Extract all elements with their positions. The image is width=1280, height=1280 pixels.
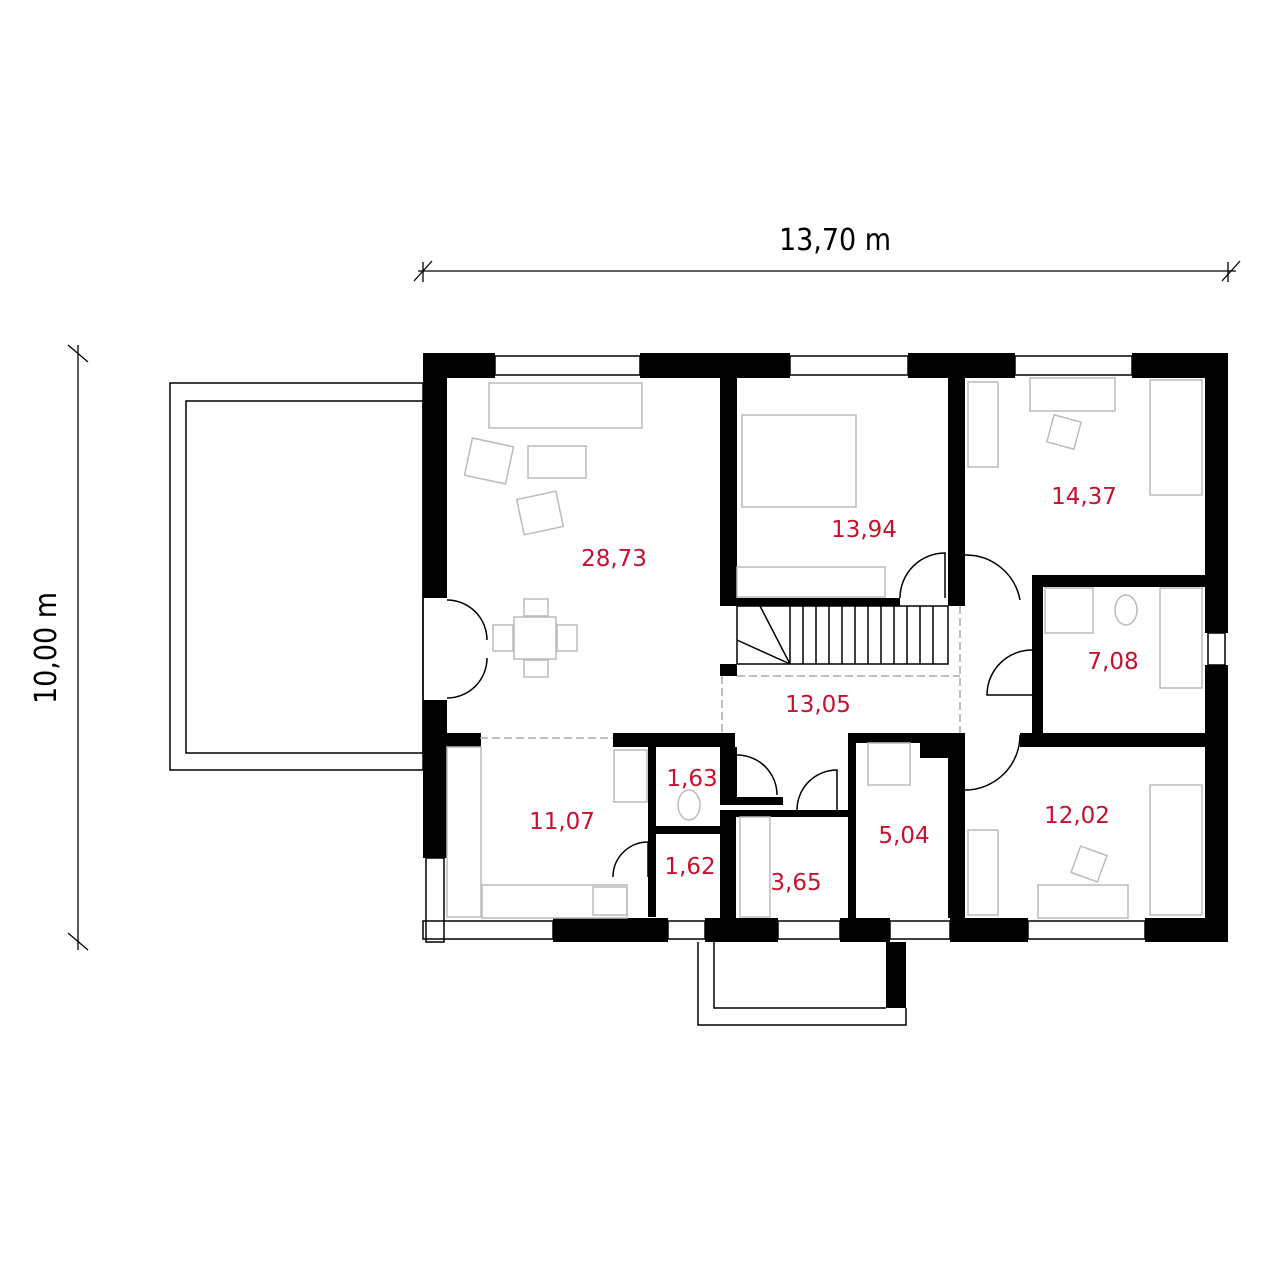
area-kitchen: 11,07: [529, 809, 595, 835]
terrace: [169, 382, 424, 771]
area-bedroom-1: 13,94: [831, 517, 897, 543]
width-dimension: 13,70 m: [413, 223, 1241, 282]
area-bedroom-2: 14,37: [1051, 484, 1117, 510]
area-utility: 1,62: [664, 854, 715, 880]
width-label: 13,70 m: [779, 223, 891, 258]
windows: [422, 355, 1226, 943]
area-bedroom-3: 12,02: [1044, 803, 1110, 829]
exterior-walls: [423, 353, 1228, 942]
interior-walls: [423, 378, 1205, 918]
doors: [446, 552, 1033, 878]
area-hall: 13,05: [785, 692, 851, 718]
furniture: [446, 377, 1203, 919]
area-living-dining: 28,73: [581, 546, 647, 572]
area-vestibule: 3,65: [770, 870, 821, 896]
entrance-porch: [697, 942, 907, 1026]
depth-label: 10,00 m: [29, 592, 64, 704]
area-boiler-room: 5,04: [878, 823, 929, 849]
staircase: [480, 605, 961, 739]
room-area-labels: 28,73 13,94 14,37 7,08 13,05 11,07 1,63 …: [529, 484, 1139, 896]
area-wc: 1,63: [666, 766, 717, 792]
depth-dimension: 10,00 m: [29, 344, 89, 951]
area-bathroom: 7,08: [1087, 649, 1138, 675]
